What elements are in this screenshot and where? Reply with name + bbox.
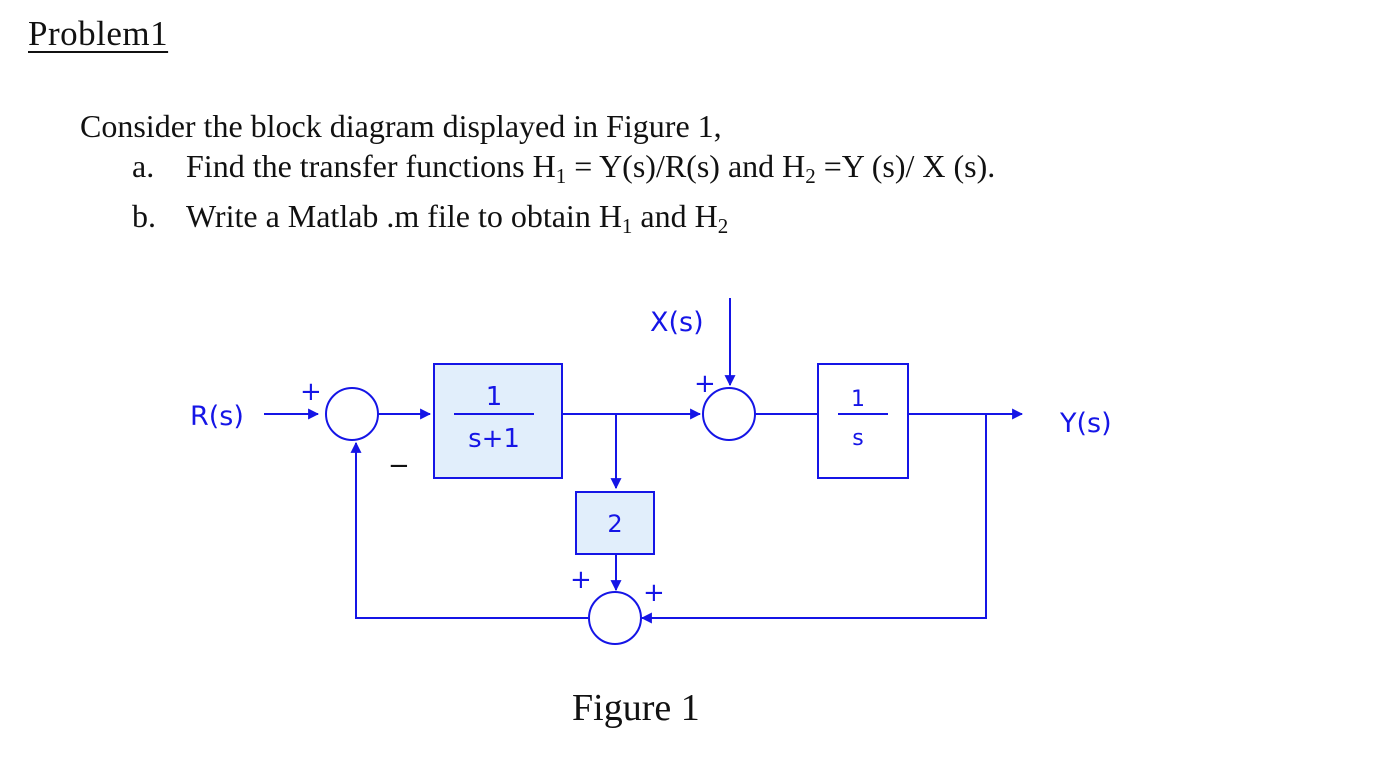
sum3-output-sign: + <box>643 578 665 608</box>
sum2-input-sign: + <box>694 369 716 399</box>
block-1-denominator: s+1 <box>468 424 520 454</box>
output-label: Y(s) <box>1059 408 1112 439</box>
sum3-gain-sign: + <box>570 565 592 595</box>
block-1 <box>433 363 563 479</box>
sum1-feedback-sign: − <box>388 451 410 481</box>
summing-junction-3 <box>588 591 642 645</box>
problem-intro: Consider the block diagram displayed in … <box>80 108 722 144</box>
gain-value: 2 <box>607 510 622 538</box>
block-2 <box>817 363 909 479</box>
gain-block <box>575 491 655 555</box>
item-marker: b. <box>132 198 156 234</box>
block-2-denominator: s <box>852 426 863 451</box>
input-label: R(s) <box>190 401 244 432</box>
summing-junction-2 <box>702 387 756 441</box>
disturbance-label: X(s) <box>650 307 704 338</box>
block-2-numerator: 1 <box>851 387 865 412</box>
summing-junction-1 <box>325 387 379 441</box>
figure-caption: Figure 1 <box>572 687 700 729</box>
item-marker: a. <box>132 148 155 184</box>
sum1-input-sign: + <box>300 377 322 407</box>
item-text: Write a Matlab .m file to obtain H1 and … <box>186 198 729 238</box>
problem-heading: Problem1 <box>28 14 169 53</box>
block-1-numerator: 1 <box>486 382 503 412</box>
item-text: Find the transfer functions H1 = Y(s)/R(… <box>186 148 996 188</box>
output-feedback-line <box>640 414 987 624</box>
feedback-line <box>350 441 588 619</box>
